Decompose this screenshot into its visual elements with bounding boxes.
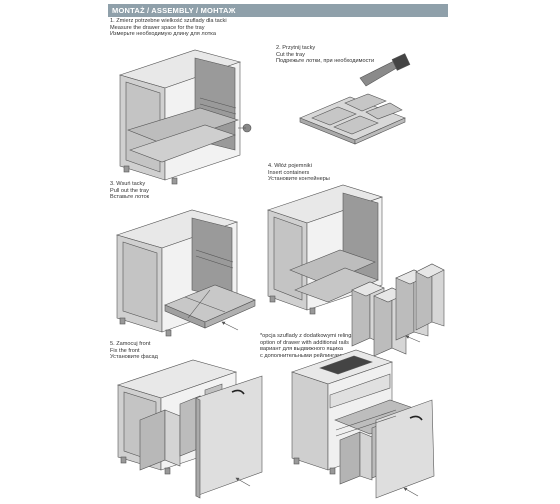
containers-illustration: [351, 263, 445, 357]
step-3-text: 3. Wsuń tacky Pull out the tray Вставьте…: [110, 181, 150, 201]
step-4-cabinet-illustration: [267, 184, 383, 315]
step-3-cabinet-illustration: [115, 209, 256, 337]
step-2-text: 2. Przytnij tacky Cut the tray Подрежьте…: [276, 45, 375, 65]
step-option-text: *opcja szuflady z dodatkowymi relingami …: [260, 333, 361, 359]
step-1-text: 1. Zmierz potrzebne wielkość szuflady dl…: [110, 18, 227, 38]
step-2-tray-illustration: [299, 53, 411, 145]
step-5-text: 5. Zamocuj front Fix the front Установит…: [110, 341, 158, 361]
option-cabinet-illustration: [291, 349, 435, 499]
step-1-cabinet-illustration: [118, 49, 252, 185]
step-4-text: 4. Włóż pojemniki Insert containers Уста…: [268, 163, 330, 183]
section-header: MONTAŻ / ASSEMBLY / МОНТАЖ: [108, 4, 448, 17]
step-5-cabinet-illustration: [117, 359, 263, 499]
